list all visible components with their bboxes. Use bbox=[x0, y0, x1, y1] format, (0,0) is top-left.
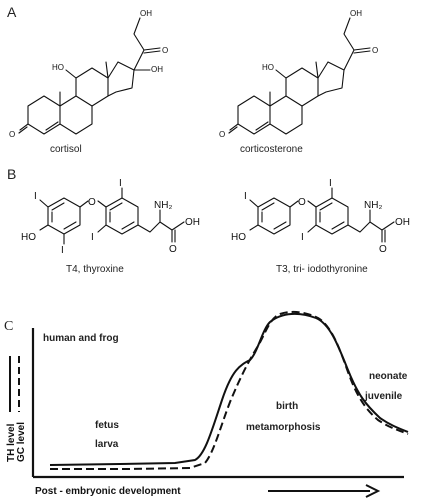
bridge-oxygen: O bbox=[298, 197, 306, 208]
c21-hydroxyl: OH bbox=[350, 9, 362, 18]
ring-c bbox=[285, 67, 319, 107]
t4-structure: O I I I I HO NH₂ OH O bbox=[21, 178, 200, 256]
label-neonate: neonate bbox=[369, 371, 408, 382]
ring-b bbox=[269, 95, 303, 135]
carboxyl-bonds bbox=[171, 221, 185, 243]
hydroxyl-bond bbox=[39, 224, 49, 231]
iodine-bonds bbox=[249, 187, 333, 233]
bridge-oxygen: O bbox=[88, 197, 96, 208]
iodine-2: I bbox=[329, 178, 332, 189]
legend-gc-label: GC level bbox=[16, 422, 27, 462]
carboxyl-o: O bbox=[169, 244, 177, 255]
t3-structure: O I I I HO NH₂ OH O bbox=[231, 178, 410, 255]
c11-hydroxyl: HO bbox=[262, 63, 274, 72]
corticosterone-structure: O HO O OH bbox=[219, 9, 378, 139]
c17-hydroxyl: OH bbox=[151, 65, 163, 74]
label-birth: birth bbox=[276, 401, 298, 412]
c11-oh-bond bbox=[275, 69, 287, 79]
label-fetus: fetus bbox=[95, 420, 119, 431]
inner-ring-inner bbox=[109, 202, 135, 230]
alanine-chain bbox=[347, 209, 383, 233]
amine: NH₂ bbox=[364, 200, 382, 211]
ring-a bbox=[237, 95, 271, 135]
hydroxyl: HO bbox=[231, 232, 246, 243]
side-chain bbox=[343, 17, 355, 71]
c11-hydroxyl: HO bbox=[52, 63, 64, 72]
iodine-1: I bbox=[244, 191, 247, 202]
outer-ring-inner bbox=[51, 202, 77, 230]
carboxyl-oh: OH bbox=[395, 217, 410, 228]
t3-caption: T3, tri- iodothyronine bbox=[276, 264, 368, 275]
iodine-3: I bbox=[119, 178, 122, 189]
carboxyl-oh: OH bbox=[185, 217, 200, 228]
ether-bond bbox=[79, 200, 107, 208]
cortisol-caption: cortisol bbox=[50, 144, 82, 155]
cortisol-structure: O HO OH O OH bbox=[9, 9, 168, 139]
c11-oh-bond bbox=[65, 69, 77, 79]
iodine-bonds bbox=[39, 187, 123, 245]
panel-c-letter: C bbox=[4, 319, 13, 334]
th-curve bbox=[49, 312, 409, 466]
c3-ketone bbox=[228, 123, 239, 134]
alanine-chain bbox=[137, 209, 173, 233]
double-bond bbox=[255, 121, 269, 131]
c20-oxygen: O bbox=[372, 46, 378, 55]
c20-oxygen: O bbox=[162, 46, 168, 55]
x-axis-arrow-head bbox=[365, 484, 381, 498]
label-larva: larva bbox=[95, 439, 119, 450]
x-axis-label: Post - embryonic development bbox=[35, 486, 181, 497]
methyl-18 bbox=[315, 61, 319, 79]
ring-d bbox=[107, 61, 135, 97]
inner-ring-inner bbox=[319, 202, 345, 230]
panel-b-letter: B bbox=[7, 166, 16, 182]
hydroxyl: HO bbox=[21, 232, 36, 243]
carboxyl-o: O bbox=[379, 244, 387, 255]
label-metamorphosis: metamorphosis bbox=[246, 422, 321, 433]
c3-ketone bbox=[18, 123, 29, 134]
methyl-18 bbox=[105, 61, 109, 79]
ring-b bbox=[59, 95, 93, 135]
side-chain bbox=[133, 17, 145, 71]
double-bond bbox=[45, 121, 59, 131]
t4-caption: T4, thyroxine bbox=[66, 264, 124, 275]
ring-c bbox=[75, 67, 109, 107]
outer-ring-inner bbox=[261, 202, 287, 230]
amine: NH₂ bbox=[154, 200, 172, 211]
c20-ketone bbox=[353, 47, 371, 54]
ring-d bbox=[317, 61, 345, 97]
c3-oxygen: O bbox=[9, 130, 15, 139]
ring-a bbox=[27, 95, 61, 135]
iodine-4: I bbox=[91, 232, 94, 243]
label-juvenile: juvenile bbox=[364, 391, 403, 402]
panel-a-letter: A bbox=[7, 4, 17, 20]
ether-bond bbox=[289, 200, 317, 208]
c20-ketone bbox=[143, 47, 161, 54]
label-human-and-frog: human and frog bbox=[43, 333, 119, 344]
carboxyl-bonds bbox=[381, 221, 395, 243]
hydroxyl-bond bbox=[249, 224, 259, 231]
gc-curve bbox=[50, 310, 409, 470]
legend-th-label: TH level bbox=[6, 423, 17, 462]
iodine-1: I bbox=[34, 191, 37, 202]
iodine-2: I bbox=[61, 245, 64, 256]
iodine-3: I bbox=[301, 232, 304, 243]
corticosterone-caption: corticosterone bbox=[240, 144, 303, 155]
c21-hydroxyl: OH bbox=[140, 9, 152, 18]
c3-oxygen: O bbox=[219, 130, 225, 139]
